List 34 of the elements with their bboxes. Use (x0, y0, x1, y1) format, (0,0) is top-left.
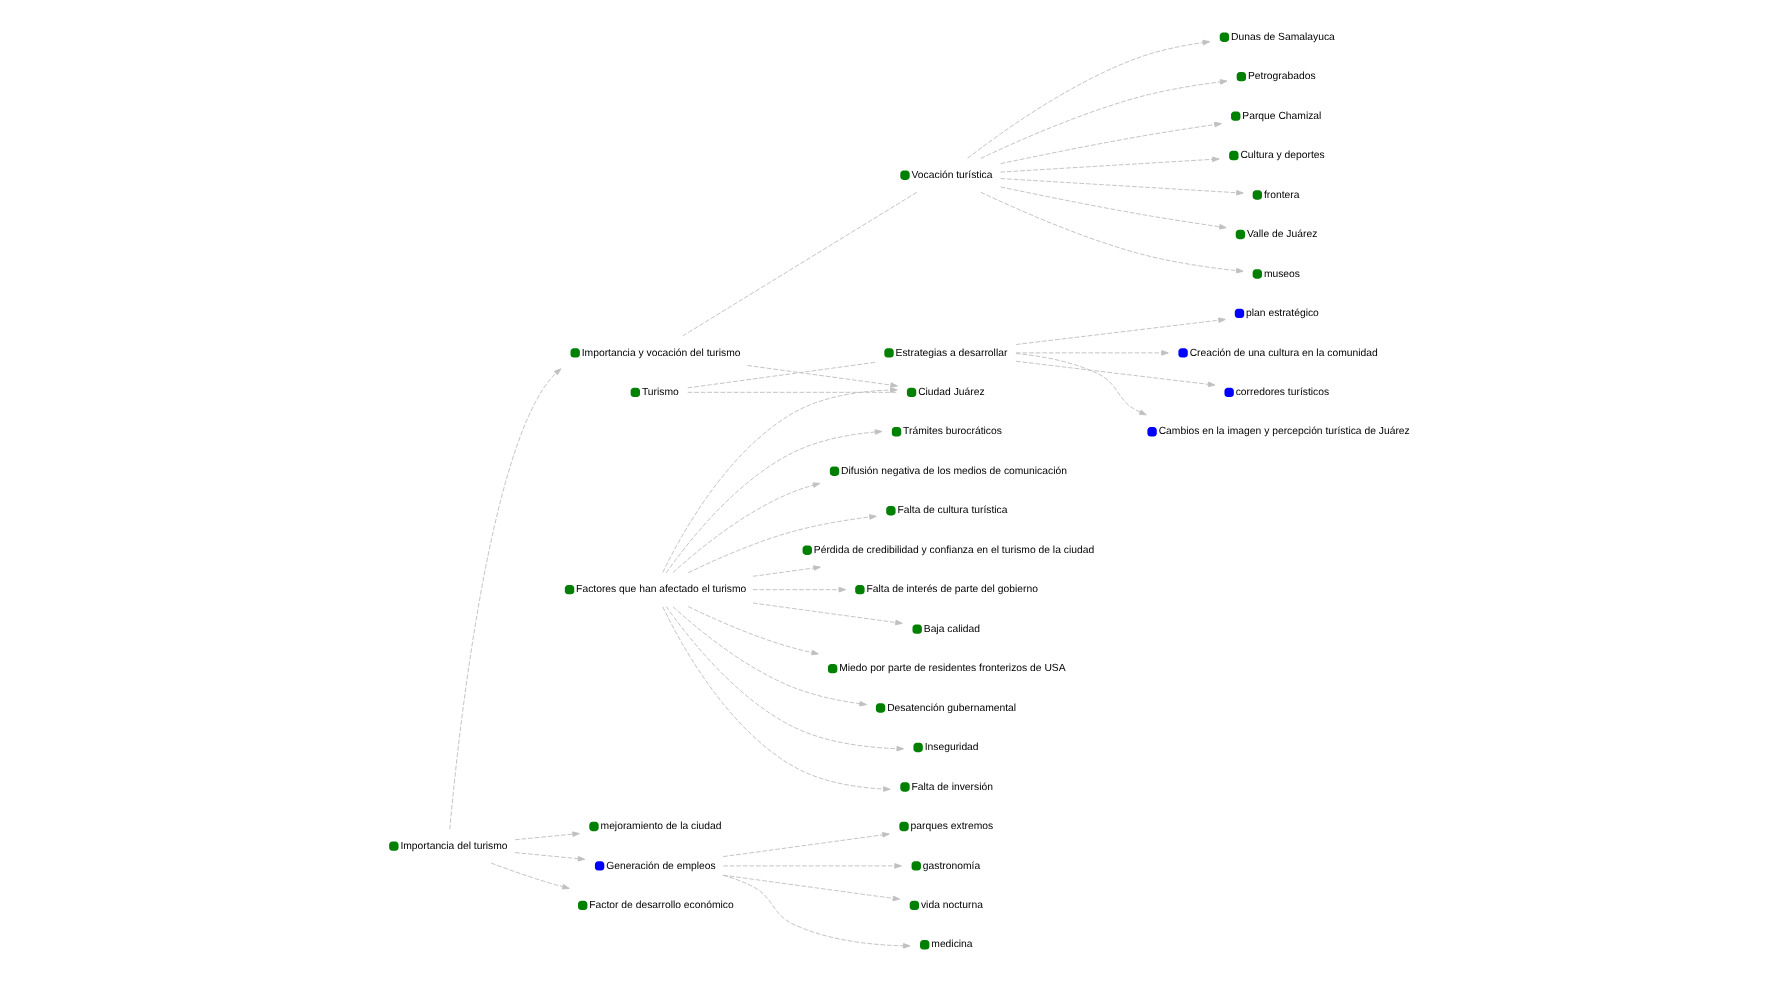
arrow (721, 832, 889, 858)
arrow (1014, 360, 1215, 388)
arrow (513, 831, 579, 841)
arrow (1014, 353, 1146, 416)
arrow (745, 365, 897, 388)
arrow (661, 387, 897, 573)
arrow (721, 863, 901, 869)
arrow (661, 606, 890, 792)
arrow (1014, 350, 1168, 356)
arrow (448, 368, 561, 830)
arrow (966, 39, 1210, 159)
arrow (686, 606, 818, 656)
arrow (721, 874, 910, 949)
arrow (751, 602, 902, 626)
arrow (751, 565, 820, 577)
arrow (979, 79, 1227, 159)
arrow (721, 874, 900, 902)
arrow (999, 186, 1226, 230)
connector (686, 391, 897, 393)
arrow (999, 178, 1243, 196)
arrow (664, 606, 904, 752)
arrow (513, 852, 585, 862)
arrow (664, 429, 882, 574)
arrow (686, 514, 876, 574)
connector (686, 361, 875, 389)
arrow (979, 191, 1243, 274)
arrow (489, 862, 569, 890)
arrow (1014, 317, 1225, 345)
arrow (751, 586, 846, 593)
connector (681, 191, 917, 337)
arrow (999, 156, 1219, 173)
arrow (999, 121, 1221, 165)
arrow (671, 482, 820, 573)
arrow (671, 606, 866, 707)
